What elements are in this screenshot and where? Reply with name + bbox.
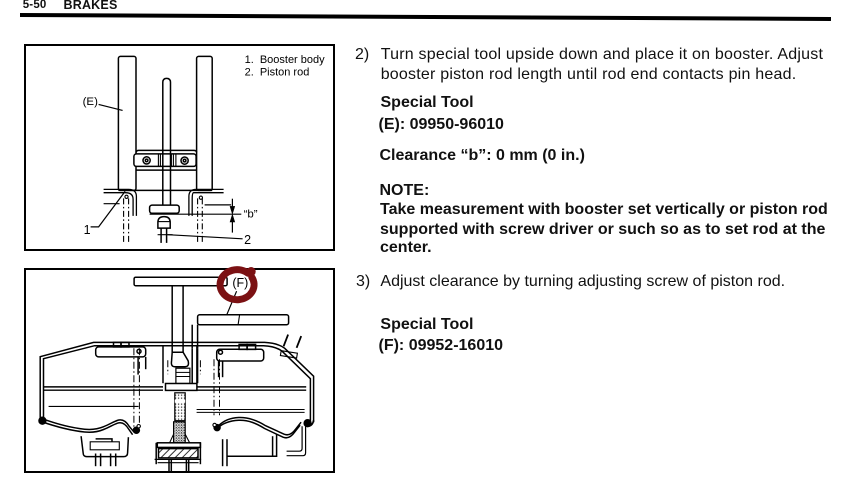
svg-text:1: 1 [83,222,90,236]
svg-text:2: 2 [244,232,251,246]
svg-text:“b”: “b” [243,208,257,220]
svg-text:(E): (E) [82,96,97,108]
svg-text:1. Booster body: 1. Booster body [244,54,324,66]
svg-text:(F): (F) [232,276,248,290]
svg-text:2. Piston rod: 2. Piston rod [244,66,309,78]
